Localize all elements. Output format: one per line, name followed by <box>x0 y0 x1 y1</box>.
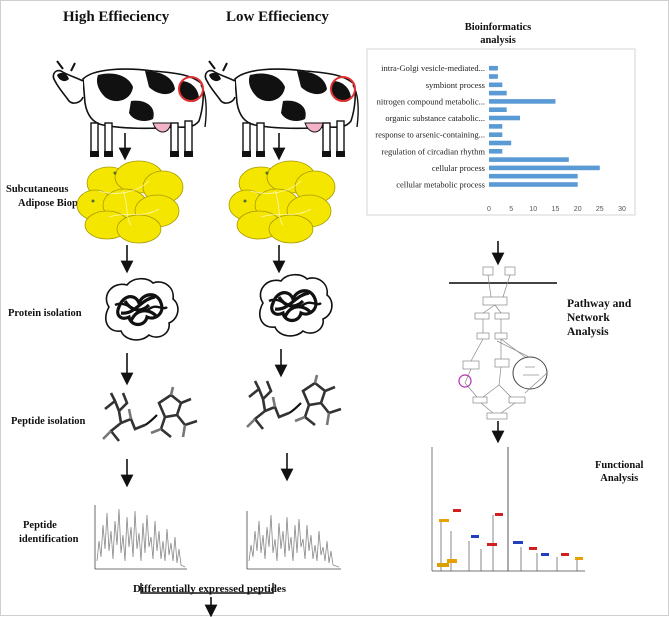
x-tick-6: 30 <box>618 206 626 213</box>
bar-11 <box>489 157 569 162</box>
protein-low <box>258 273 334 338</box>
bar-2 <box>489 82 503 88</box>
pathway-line3: Analysis <box>567 326 609 338</box>
bar-8 <box>489 132 503 137</box>
cow-high-efficiency <box>52 60 208 158</box>
peptides-high <box>101 385 199 443</box>
x-tick-1: 5 <box>509 206 513 213</box>
bioinformatics-chart-frame <box>366 48 636 216</box>
pathway-network-diagram <box>449 266 557 420</box>
bar-9 <box>489 140 512 146</box>
cow-low-efficiency <box>204 60 360 158</box>
bar-10 <box>489 149 503 154</box>
category-label-14: cellular metabolic process <box>396 180 485 190</box>
x-tick-5: 25 <box>596 206 604 213</box>
differentially-expressed-label: Differentially expressed peptides <box>133 583 286 595</box>
pathway-line1: Pathway and <box>567 298 632 310</box>
category-label-8: response to arsenic-containing... <box>375 130 485 140</box>
bar-14 <box>489 182 578 187</box>
bar-4 <box>489 99 556 104</box>
category-label-0: intra-Golgi vesicle-mediated... <box>381 63 485 73</box>
peptide-isolation-label: Peptide isolation <box>11 416 86 427</box>
x-tick-0: 0 <box>487 206 491 213</box>
high-efficiency-heading: High Effieciency <box>63 9 170 25</box>
category-label-2: symbiont process <box>426 80 485 90</box>
bar-5 <box>489 107 507 112</box>
bar-1 <box>489 74 498 79</box>
adipose-label-line1: Subcutaneous <box>6 184 69 195</box>
protein-isolation-label: Protein isolation <box>8 308 82 319</box>
peptides-low <box>245 373 343 431</box>
bioinformatics-line1: Bioinformatics <box>464 22 532 33</box>
spectrum-low <box>246 511 341 570</box>
category-label-4: nitrogen compound metabolic... <box>377 96 485 106</box>
low-efficiency-heading: Low Effieciency <box>226 9 329 25</box>
functional-line1: Functional <box>595 460 644 471</box>
adipose-cells-high <box>76 160 184 244</box>
adipose-label-line2: Adipose Biopsy <box>18 198 88 209</box>
category-label-6: organic substance catabolic... <box>385 113 485 123</box>
x-tick-4: 20 <box>574 206 582 213</box>
bioinformatics-line2: analysis <box>480 35 516 46</box>
functional-label: Functional Analysis <box>595 459 643 485</box>
bar-0 <box>489 65 498 71</box>
bar-13 <box>489 173 578 179</box>
bar-7 <box>489 124 503 129</box>
adipose-cells-low <box>228 160 336 244</box>
pathway-label: Pathway and Network Analysis <box>567 297 631 339</box>
bioinformatics-label: Bioinformatics analysis <box>453 21 543 47</box>
bar-6 <box>489 115 520 121</box>
mass-spectrum <box>431 447 585 572</box>
bar-3 <box>489 90 507 96</box>
peptide-identification-line2: identification <box>19 534 79 545</box>
spectrum-high <box>94 505 187 570</box>
category-label-12: cellular process <box>432 163 485 173</box>
x-tick-3: 15 <box>552 206 560 213</box>
functional-line2: Analysis <box>600 473 639 484</box>
bar-12 <box>489 165 600 171</box>
protein-high <box>104 277 180 342</box>
bioinformatics-bar-chart: intra-Golgi vesicle-mediated... symbiont … <box>375 63 626 213</box>
pathway-line2: Network <box>567 312 610 324</box>
x-tick-2: 10 <box>529 206 537 213</box>
peptide-identification-line1: Peptide <box>23 520 57 531</box>
category-label-10: regulation of circadian rhythm <box>381 146 485 156</box>
